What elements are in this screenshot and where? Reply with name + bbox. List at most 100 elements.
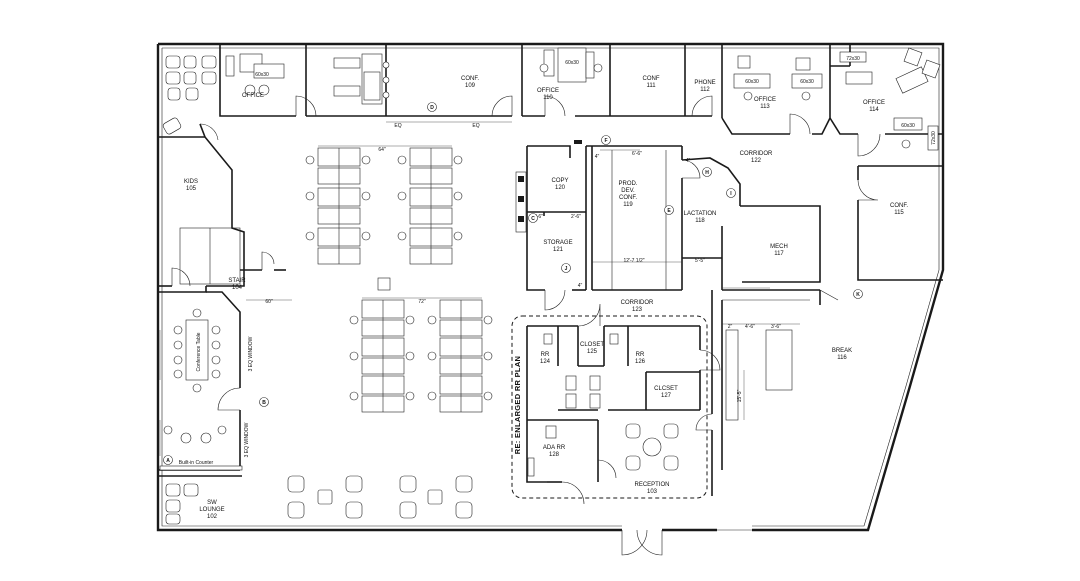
svg-text:E: E [667, 208, 671, 214]
dim-72: 72" [418, 299, 426, 305]
dim-eq-2: EQ [472, 123, 479, 129]
desk-72x30-a: 72x30 [846, 56, 860, 62]
window-lower-label: 3 EQ WINDOW [244, 422, 250, 457]
dim-12-7: 12'-7 1/2" [623, 258, 644, 264]
marker-a: A [163, 455, 173, 465]
reception-furniture [625, 423, 679, 471]
lounge-chairs-top-left [162, 55, 217, 135]
marker-i: I [726, 188, 736, 198]
office-114-furniture [839, 47, 941, 151]
furniture [162, 47, 941, 525]
desk-60x30-d: 60x30 [800, 79, 814, 85]
window-upper-label: 3 EQ WINDOW [248, 336, 254, 371]
enlarged-rr-plan-label: RE: ENLARGED RR PLAN [513, 356, 522, 455]
svg-text:B: B [262, 400, 266, 406]
dim-6-6: 6'-6" [632, 151, 642, 157]
dim-3-6: 3'-6" [771, 324, 781, 330]
dim-2-6-b: 2'-6" [571, 214, 581, 220]
desk-60x30-b: 60x30 [565, 60, 579, 66]
dim-eq-1: EQ [394, 123, 401, 129]
marker-h: H [702, 167, 712, 177]
core-walls [526, 145, 943, 305]
dim-5-5: 5'-5" [695, 258, 705, 264]
desk-60x30-c: 60x30 [745, 79, 759, 85]
office-110-furniture [539, 47, 603, 83]
conference-table-furniture [163, 308, 227, 444]
restroom-walls [526, 325, 701, 483]
copy-counter [515, 140, 667, 290]
svg-text:J: J [565, 266, 568, 272]
dim-4-b: 4" [686, 158, 691, 164]
marker-d: D [427, 102, 437, 112]
dim-2-6-a: 2'-6" [533, 214, 543, 220]
svg-text:A: A [166, 458, 170, 464]
dim-2: 2" [728, 324, 733, 330]
svg-text:F: F [604, 138, 607, 144]
svg-text:I: I [730, 191, 732, 197]
marker-c: C [528, 213, 538, 223]
marker-j: J [561, 263, 571, 273]
dim-4-a: 4" [595, 154, 600, 160]
room-conf-115-label: CONF.115 [890, 203, 908, 216]
window-marks [159, 330, 243, 471]
room-conf-109-label: CONF.109 [461, 76, 479, 89]
callout-markers: A B C D E F G H I J K [163, 102, 863, 465]
desk-60x30-a: 60x30 [255, 72, 269, 78]
dimension-lines [246, 121, 800, 420]
desk-72x30-b: 72x30 [931, 131, 937, 145]
front-lounge-chairs [287, 475, 473, 519]
room-office-a-label: OFFICE [242, 93, 264, 99]
exterior-walls [156, 42, 945, 532]
break-walls [711, 290, 810, 496]
dim-64: 64" [378, 147, 386, 153]
office-113-furniture [733, 55, 823, 101]
workstations-south [349, 277, 493, 413]
workstations-north [305, 147, 463, 265]
svg-text:H: H [705, 170, 709, 176]
marker-f: F [601, 135, 611, 145]
marker-b: B [259, 397, 269, 407]
room-prod-119-label: PROD.DEV.CONF.119 [618, 181, 637, 208]
svg-text:K: K [856, 292, 860, 298]
svg-text:C: C [531, 216, 535, 222]
enlarged-rr-boundary [511, 315, 708, 499]
office-desk-left [225, 53, 285, 96]
dimension-labels: 64" 72" 60" EQ EQ 6'-6" 4" 4" 4" 2'-6" 2… [255, 56, 937, 402]
dim-4-c: 4" [578, 283, 583, 289]
dim-60: 60" [265, 299, 273, 305]
built-in-counter-label: Built-in Counter [179, 460, 214, 466]
marker-e: E [664, 205, 674, 215]
doors [171, 95, 881, 556]
desk-60x30-e: 60x30 [901, 123, 915, 129]
conf-109-furniture [333, 53, 390, 105]
dim-4-6: 4'-6" [745, 324, 755, 330]
sw-lounge-furniture [165, 483, 199, 525]
stair-treads [179, 227, 241, 285]
svg-text:D: D [430, 105, 434, 111]
marker-k: K [853, 289, 863, 299]
conference-table-label: Conference Table [196, 332, 202, 371]
dim-15-5: 15'-5" [737, 389, 743, 402]
